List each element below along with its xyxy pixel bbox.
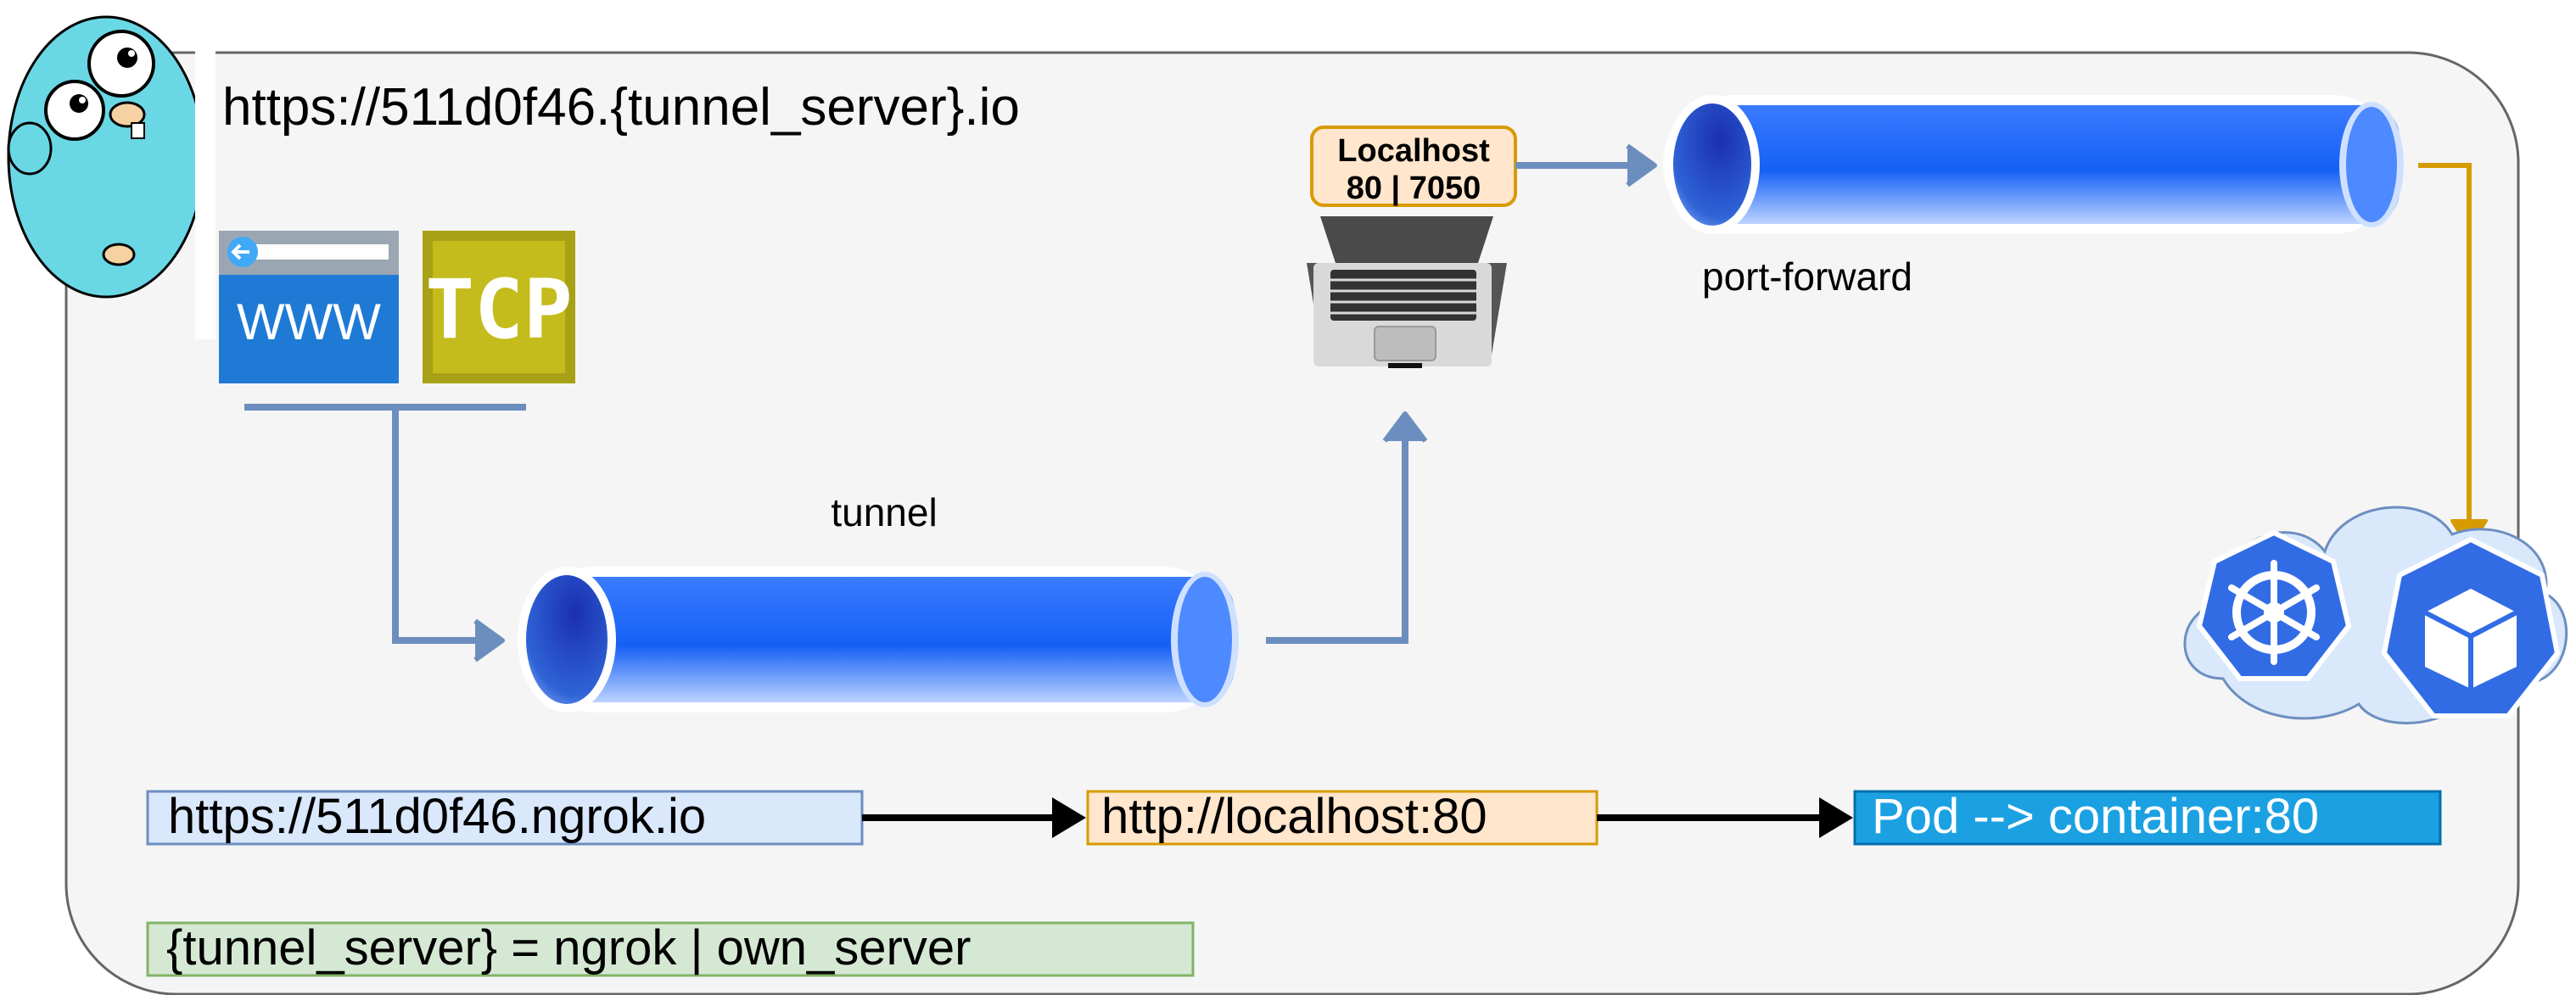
tcp-icon: TCP: [423, 231, 575, 383]
port-forward-pipe: [1663, 95, 2404, 234]
svg-text:{tunnel_server} = ngrok | own_: {tunnel_server} = ngrok | own_server: [166, 920, 971, 975]
svg-text:Localhost: Localhost: [1337, 133, 1490, 169]
svg-text:TCP: TCP: [425, 262, 572, 357]
pod-cube-icon: [2381, 536, 2561, 718]
tunnel-pipe: [518, 567, 1239, 713]
laptop-icon: [1307, 216, 1507, 368]
tunnel-label: tunnel: [831, 490, 937, 534]
svg-text:http://localhost:80: http://localhost:80: [1101, 789, 1487, 844]
svg-text:https://511d0f46.ngrok.io: https://511d0f46.ngrok.io: [168, 789, 706, 844]
arrow-to-kubernetes: [2418, 163, 2472, 536]
svg-text:WWW: WWW: [237, 293, 381, 350]
www-browser-icon: WWW: [219, 231, 399, 383]
main-container: [64, 51, 2520, 995]
flow-step-public-url: https://511d0f46.ngrok.io: [146, 789, 864, 846]
svg-text:Pod --> container:80: Pod --> container:80: [1872, 789, 2319, 844]
flow-step-localhost: http://localhost:80: [1086, 789, 1599, 846]
gopher-mascot-icon: [7, 0, 216, 339]
localhost-badge: Localhost 80 | 7050: [1310, 126, 1517, 207]
page-title: https://511d0f46.{tunnel_server}.io: [222, 78, 1020, 137]
flow-step-pod-container: Pod --> container:80: [1853, 789, 2442, 846]
arrow-to-laptop: [1266, 426, 1408, 644]
port-forward-label: port-forward: [1702, 254, 1912, 299]
arrow-to-tunnel: [392, 407, 492, 645]
legend-note: {tunnel_server} = ngrok | own_server: [146, 920, 1195, 977]
svg-text:80 | 7050: 80 | 7050: [1347, 170, 1481, 206]
kubernetes-helm-icon: [2196, 529, 2352, 681]
